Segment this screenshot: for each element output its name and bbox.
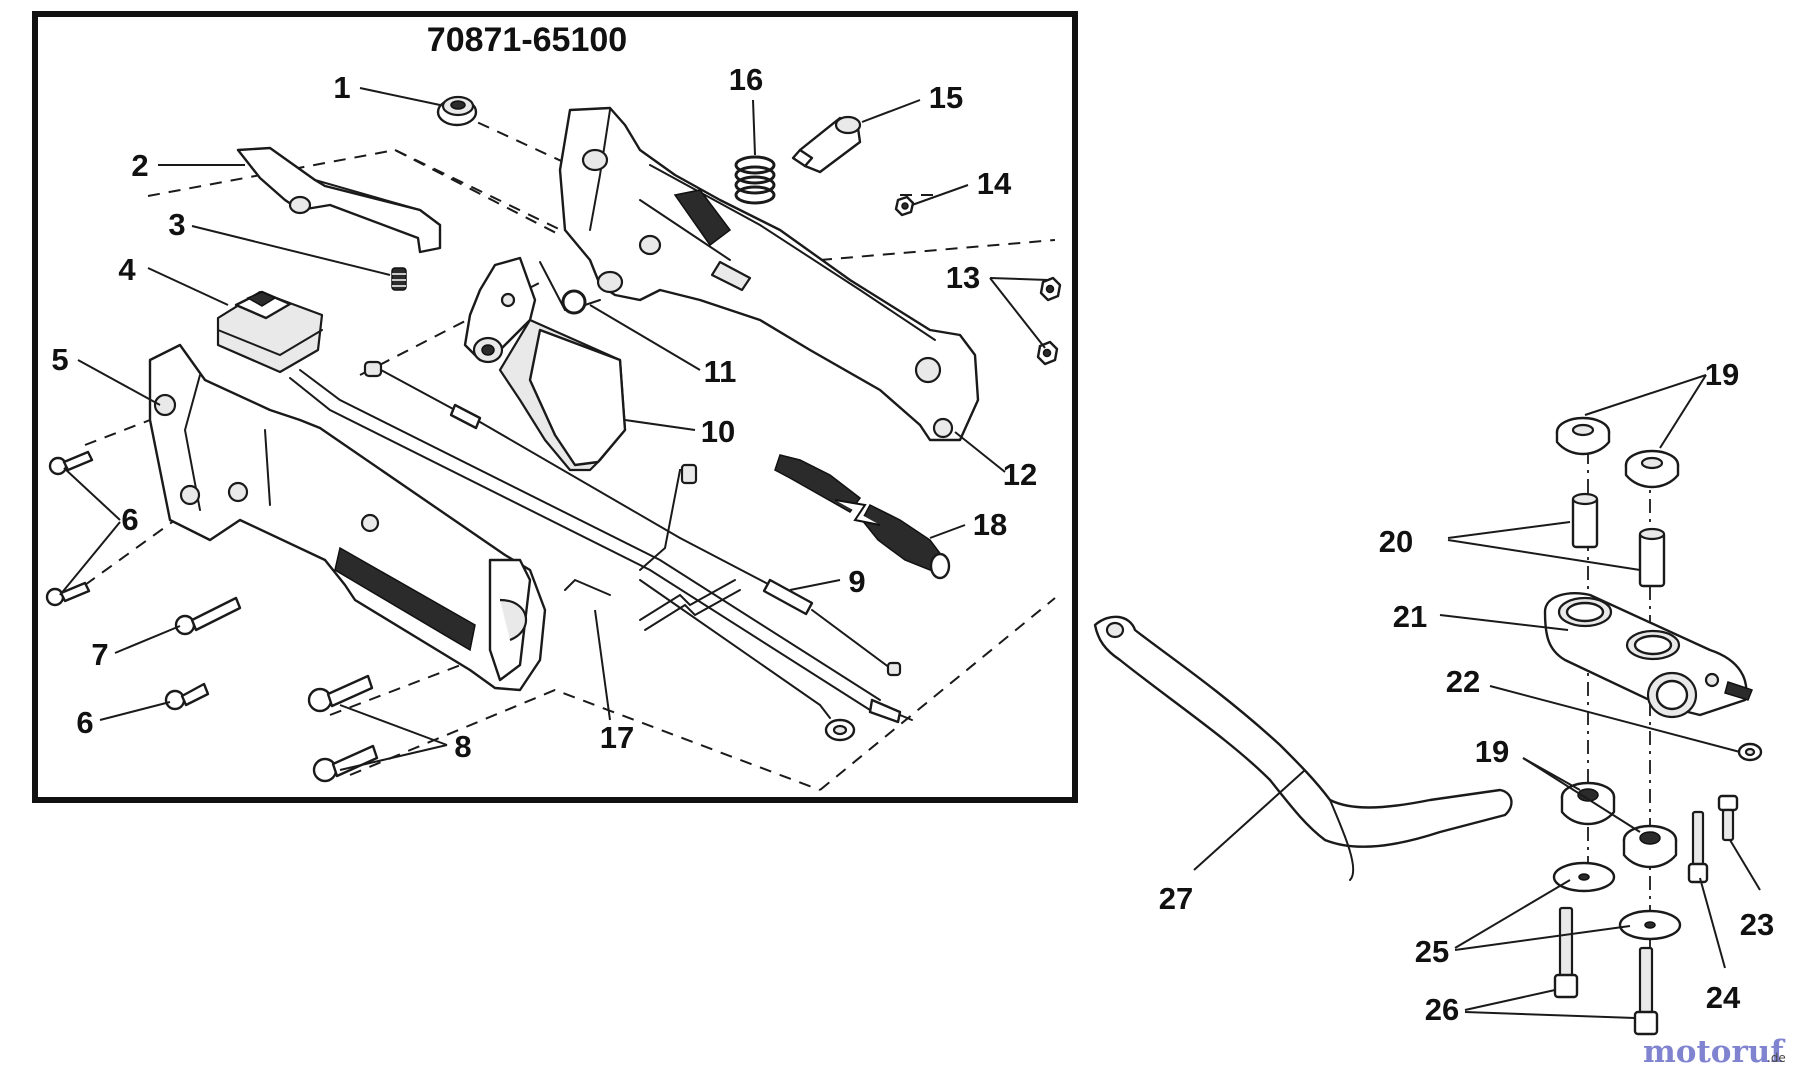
screw-6-lower: [164, 682, 210, 711]
part-handlebar-clamp-assembly: [1543, 416, 1763, 1036]
callout-19b: 19: [1475, 734, 1509, 769]
part-small-spring: [391, 267, 407, 291]
callout-23: 23: [1740, 907, 1774, 942]
callout-27: 27: [1159, 881, 1193, 916]
part-handlebar-clamp: [1543, 591, 1753, 719]
part-bolt-left: [1553, 906, 1579, 999]
part-handle-right-half: [558, 106, 980, 442]
part-stop-plug: [791, 115, 862, 174]
callout-25: 25: [1415, 934, 1449, 969]
watermark-brand: motoruf: [1643, 1034, 1785, 1070]
part-small-nut: [894, 195, 915, 217]
callout-21: 21: [1393, 599, 1427, 634]
part-lower-bushing-left: [1560, 781, 1616, 826]
screw-6-top: [48, 450, 94, 476]
callout-7: 7: [91, 637, 108, 672]
callout-24: 24: [1706, 980, 1741, 1015]
callout-16: 16: [729, 62, 763, 97]
part-throttle-lever: [463, 256, 627, 472]
part-lower-bushing-right: [1622, 824, 1678, 869]
callout-5: 5: [51, 342, 68, 377]
screw-8-top: [307, 674, 374, 713]
callout-3: 3: [168, 207, 185, 242]
callout-18: 18: [973, 507, 1007, 542]
watermark: motoruf .de: [1643, 1034, 1786, 1070]
part-upper-bushing-right: [1624, 449, 1680, 489]
screw-7: [174, 596, 242, 636]
part-washer-left: [1552, 861, 1616, 893]
callout-20: 20: [1379, 524, 1413, 559]
part-bolt-right: [1633, 946, 1659, 1036]
part-wire-terminal: [1737, 742, 1763, 762]
part-switch: [216, 290, 324, 374]
screw-6-bottom: [45, 581, 91, 607]
callout-13: 13: [946, 260, 980, 295]
callout-8: 8: [454, 729, 471, 764]
part-handle-left-half: [148, 343, 547, 692]
part-nut-upper: [1039, 276, 1062, 302]
part-throttle-trigger: [236, 146, 442, 254]
callout-22: 22: [1446, 664, 1480, 699]
callout-26: 26: [1425, 992, 1459, 1027]
part-sleeve-right: [1638, 527, 1666, 588]
part-switch-wires: [289, 369, 913, 742]
part-washer-right: [1618, 909, 1682, 941]
leader-lines: [59, 87, 1761, 1019]
callout-6b: 6: [76, 705, 93, 740]
callout-12: 12: [1003, 457, 1037, 492]
part-screw-24: [1687, 810, 1709, 884]
callout-14: 14: [977, 166, 1012, 201]
break-marks: [639, 579, 741, 631]
callout-1: 1: [333, 70, 350, 105]
part-screw-23: [1717, 794, 1739, 842]
callout-6a: 6: [121, 502, 138, 537]
callout-17: 17: [600, 720, 634, 755]
part-coil-spring: [734, 155, 776, 205]
grip-ribs: [334, 546, 476, 652]
part-cable-sleeve: [774, 454, 951, 580]
part-handlebar: [1093, 615, 1513, 881]
part-torsion-spring: [539, 261, 601, 315]
part-upper-bushing-left: [1555, 416, 1611, 456]
callout-10: 10: [701, 414, 735, 449]
callout-4: 4: [118, 252, 136, 287]
part-throttle-cable: [363, 360, 902, 677]
callout-11: 11: [704, 354, 737, 389]
assembly-frame: [32, 11, 1078, 803]
part-nut-lower: [1036, 340, 1059, 366]
callout-labels: 1 2 3 4 5 6 7 6 8 9 10 11 12 13 14 15 16…: [51, 62, 1774, 1027]
part-sleeve-left: [1571, 492, 1599, 549]
callout-19a: 19: [1705, 357, 1739, 392]
callout-15: 15: [929, 80, 963, 115]
callout-2: 2: [131, 148, 148, 183]
part-grommet: [436, 95, 478, 127]
watermark-suffix: .de: [1767, 1051, 1786, 1065]
assembly-number: 70871-65100: [427, 21, 627, 59]
callout-9: 9: [848, 564, 865, 599]
part-wire-clip: [564, 463, 698, 596]
